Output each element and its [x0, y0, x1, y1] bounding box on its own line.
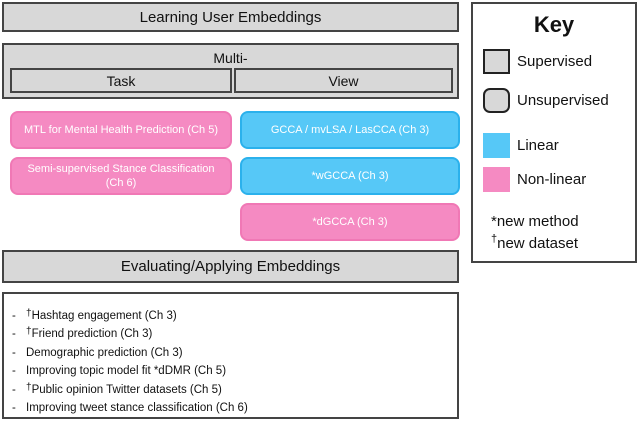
stance-method-box: Semi-supervised Stance Classification (C…: [10, 157, 232, 195]
task-label: Task: [106, 72, 136, 89]
title-bar: Learning User Embeddings: [2, 2, 459, 32]
supervised-label: Supervised: [517, 53, 593, 70]
list-item: -†Public opinion Twitter datasets (Ch 5): [12, 381, 222, 396]
nonlinear-swatch: [483, 167, 510, 192]
key-unsupervised: Unsupervised: [483, 88, 609, 113]
stance-method-label: Semi-supervised Stance Classification (C…: [27, 162, 215, 189]
view-label: View: [328, 72, 359, 89]
list-item: -Improving topic model fit *dDMR (Ch 5): [12, 365, 227, 377]
nonlinear-label: Non-linear: [517, 171, 587, 188]
list-item: -Demographic prediction (Ch 3): [12, 346, 183, 359]
key-panel: Key Supervised Unsupervised Linear Non-l…: [471, 2, 637, 263]
new-dataset-label: new dataset: [497, 235, 579, 252]
evaluating-list: -†Hashtag engagement (Ch 3) -†Friend pre…: [12, 303, 248, 415]
evaluating-list-box: -†Hashtag engagement (Ch 3) -†Friend pre…: [2, 292, 459, 419]
evaluating-bar: Evaluating/Applying Embeddings: [2, 250, 459, 283]
unsupervised-swatch: [483, 88, 510, 113]
dgcca-method-box: *dGCCA (Ch 3): [240, 203, 460, 241]
dgcca-method-label: *dGCCA (Ch 3): [312, 215, 388, 228]
linear-swatch: [483, 133, 510, 158]
key-linear: Linear: [483, 133, 559, 158]
wgcca-method-box: *wGCCA (Ch 3): [240, 157, 460, 195]
list-item: -†Hashtag engagement (Ch 3): [12, 307, 177, 322]
title-text: Learning User Embeddings: [139, 8, 322, 26]
key-supervised: Supervised: [483, 49, 592, 74]
unsupervised-label: Unsupervised: [517, 92, 609, 109]
list-item: -Improving tweet stance classification (…: [12, 402, 248, 414]
multi-label: Multi-: [213, 50, 248, 66]
view-box: View: [234, 68, 453, 93]
dagger-mark: †: [491, 233, 498, 245]
linear-label: Linear: [517, 137, 559, 154]
new-method-note: *new method: [491, 213, 579, 230]
evaluating-title: Evaluating/Applying Embeddings: [120, 258, 341, 275]
wgcca-method-label: *wGCCA (Ch 3): [311, 169, 389, 182]
mtl-method-box: MTL for Mental Health Prediction (Ch 5): [10, 111, 232, 149]
key-nonlinear: Non-linear: [483, 167, 586, 192]
gcca-method-label: GCCA / mvLSA / LasCCA (Ch 3): [270, 123, 430, 136]
key-title: Key: [533, 12, 575, 37]
gcca-method-box: GCCA / mvLSA / LasCCA (Ch 3): [240, 111, 460, 149]
mtl-method-label: MTL for Mental Health Prediction (Ch 5): [24, 123, 218, 136]
task-box: Task: [10, 68, 232, 93]
new-dataset-note: †new dataset: [491, 233, 578, 252]
supervised-swatch: [483, 49, 510, 74]
list-item: -†Friend prediction (Ch 3): [12, 326, 153, 340]
